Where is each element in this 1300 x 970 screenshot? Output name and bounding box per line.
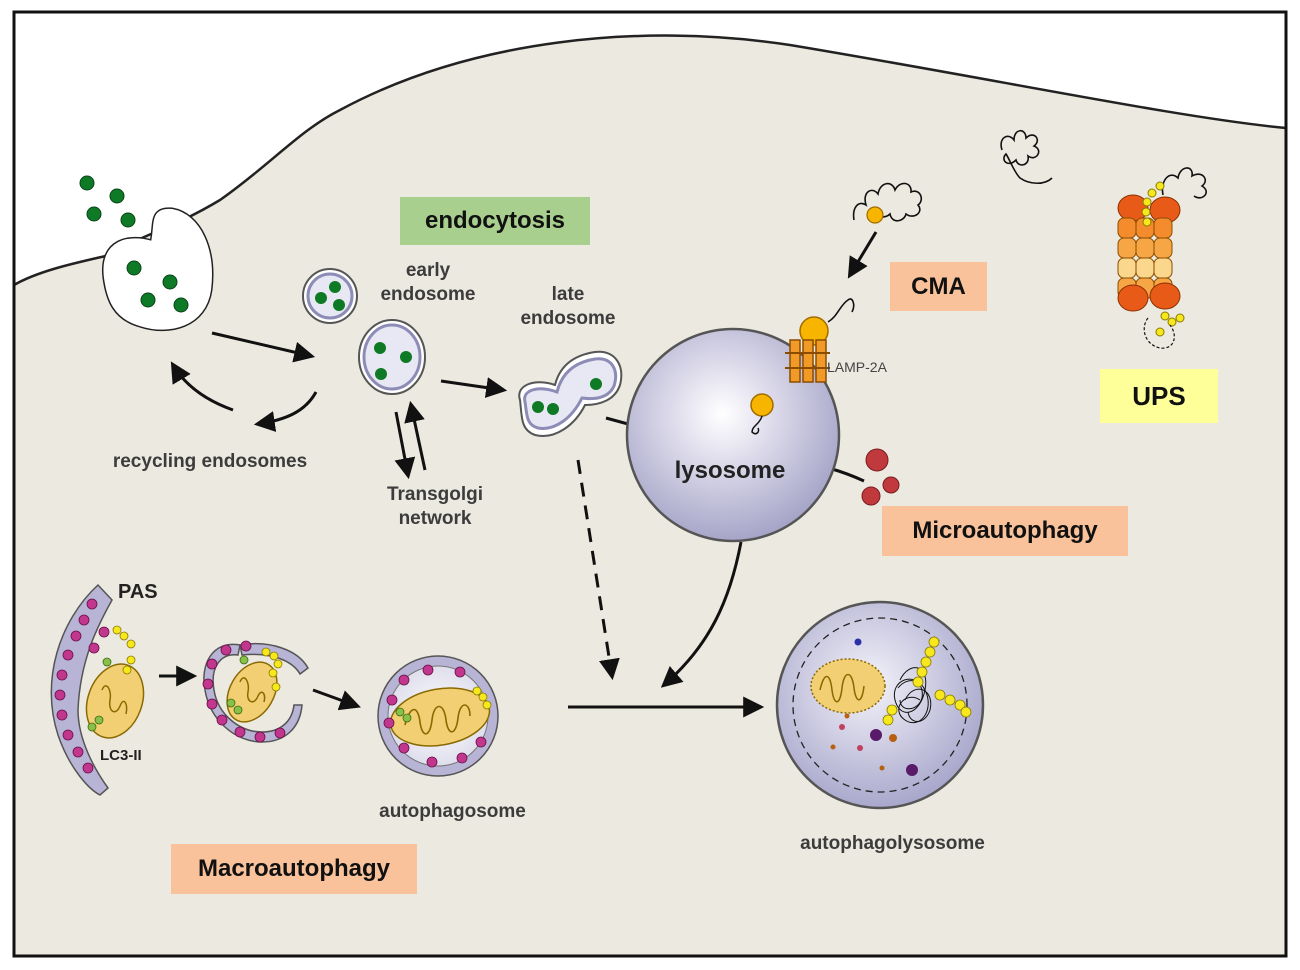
microautophagy-label-box: Microautophagy (882, 506, 1128, 556)
extracellular-space (14, 12, 1286, 285)
extracellular-cargo-icon (79, 175, 136, 228)
microautophagy-cargo-icon (861, 448, 900, 506)
autophagolysosome-icon (775, 600, 985, 810)
late-endosome-label: late endosome (520, 284, 616, 329)
phagophore-icon (50, 583, 145, 796)
recycling-endosomes-label: recycling endosomes (112, 451, 308, 472)
lysosome-label: lysosome (674, 457, 786, 484)
cma-label-box: CMA (890, 262, 987, 311)
autophagosome-label: autophagosome (379, 801, 526, 822)
late-endosome-icon (518, 350, 623, 437)
autophagosome-icon (377, 655, 499, 777)
endocytic-pit-icon (102, 207, 214, 332)
lysosome-icon (625, 327, 841, 543)
ups-label-box: UPS (1100, 369, 1218, 423)
proteasome-icon (1117, 167, 1207, 349)
transgolgi-network-label: Transgolgi network (386, 484, 484, 529)
phagophore-icon (202, 640, 309, 743)
lamp2a-receptor-icon (750, 298, 855, 435)
endocytosis-label-box: endocytosis (400, 197, 590, 245)
lc3-label: LC3-II (100, 747, 142, 764)
early-endosome-icon (358, 319, 426, 395)
macroautophagy-label-box: Macroautophagy (171, 844, 417, 894)
early-endosome-label: early endosome (380, 260, 476, 305)
unfolded-protein-icon (1000, 129, 1053, 185)
pas-label: PAS (118, 581, 158, 603)
early-endosome-icon (302, 268, 358, 324)
mitochondrion-icon (810, 658, 886, 714)
lamp2a-label: LAMP-2A (827, 359, 887, 375)
figure-frame (12, 10, 1288, 958)
unfolded-protein-icon (852, 182, 923, 224)
autophagolysosome-label: autophagolysosome (800, 833, 985, 854)
